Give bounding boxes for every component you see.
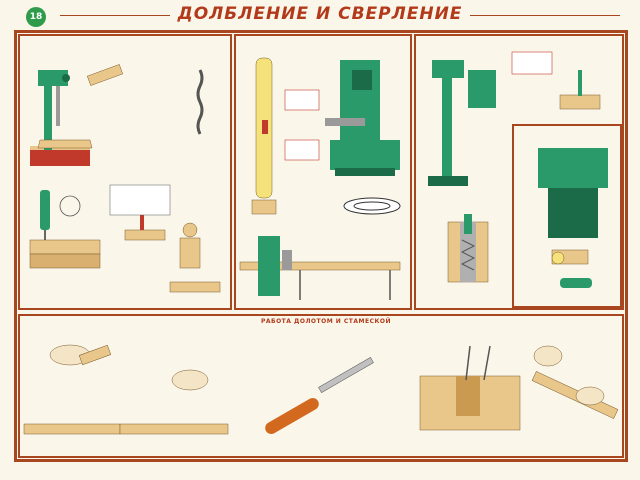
poster-number-badge: 18 xyxy=(26,7,46,27)
hollow-chisel-detail xyxy=(284,89,401,215)
borehole-cross-section xyxy=(447,214,489,283)
poster-title: ДОЛБЛЕНИЕ И СВЕРЛЕНИЕ xyxy=(177,4,463,24)
drilling-detail-illustration xyxy=(511,51,601,110)
title-rule-right xyxy=(470,15,620,16)
chain-mortiser-table-illustration xyxy=(239,236,401,300)
mortiser-machine-illustration xyxy=(325,60,400,176)
slot-machine-illustration xyxy=(538,148,608,288)
chisel-detail-illustration xyxy=(109,184,171,241)
mallet-and-chisel-illustration xyxy=(23,344,229,435)
long-workpiece-illustration xyxy=(251,57,277,215)
drill-bits-illustration xyxy=(86,64,204,135)
worker-illustration xyxy=(169,222,221,293)
drill-press-illustration xyxy=(428,60,496,186)
chisel-tool-illustration xyxy=(265,357,374,434)
hand-drill-illustration xyxy=(29,190,101,269)
bench-drill-illustration xyxy=(30,70,93,166)
mortise-wood-block-illustration xyxy=(419,345,521,431)
section-title-chisel-work: РАБОТА ДОЛОТОМ И СТАМЕСКОЙ xyxy=(260,318,392,325)
title-rule-left xyxy=(60,15,170,16)
hand-chisel-on-board-illustration xyxy=(531,345,619,419)
